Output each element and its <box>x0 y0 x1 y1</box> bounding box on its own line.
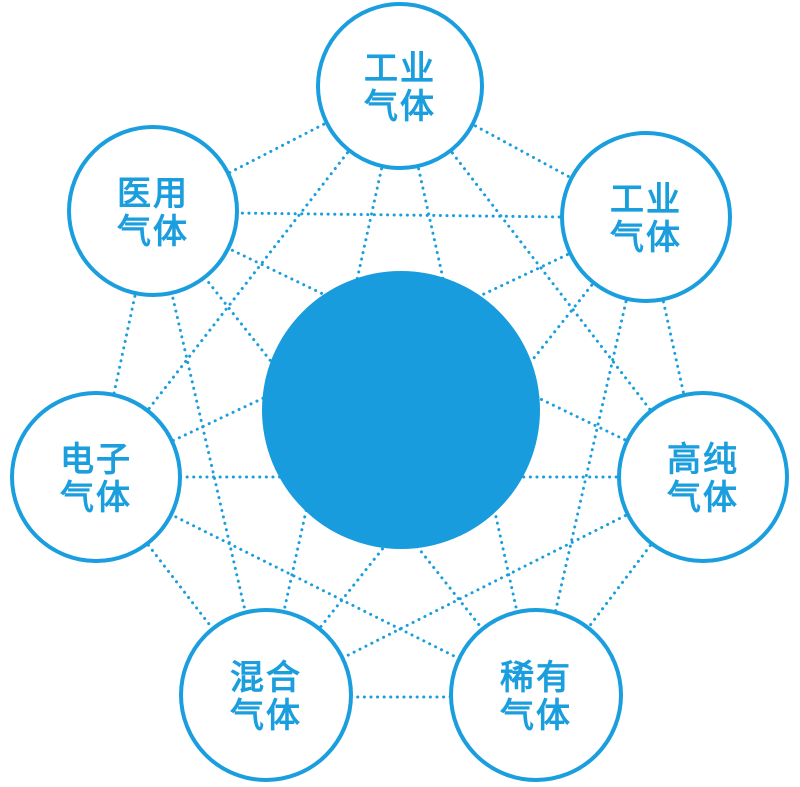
node-label-line1: 高纯 <box>667 441 739 479</box>
node-circle <box>316 2 484 170</box>
central-hub-circle <box>262 271 540 549</box>
node-label-line2: 气体 <box>229 697 302 735</box>
node-mixed-gas: 混合 气体 <box>179 608 353 782</box>
node-industrial-gas-right: 工业 气体 <box>560 131 732 303</box>
node-label-line2: 气体 <box>666 479 739 517</box>
node-circle <box>449 608 623 782</box>
node-high-purity-gas: 高纯 气体 <box>617 391 789 563</box>
node-circle <box>560 131 732 303</box>
node-electronic-gas: 电子 气体 <box>10 391 182 563</box>
node-label-line1: 稀有 <box>500 659 572 697</box>
node-rare-gas: 稀有 气体 <box>449 608 623 782</box>
node-label-line2: 气体 <box>116 213 189 251</box>
node-circle <box>10 391 182 563</box>
node-label-line2: 气体 <box>363 88 436 126</box>
node-industrial-gas-top: 工业 气体 <box>316 2 484 170</box>
node-label-line2: 气体 <box>59 479 132 517</box>
node-label-line1: 电子 <box>60 441 132 479</box>
node-circle <box>179 608 353 782</box>
node-label-line2: 气体 <box>499 697 572 735</box>
node-medical-gas: 医用 气体 <box>67 125 239 297</box>
node-label-line1: 工业 <box>610 181 682 219</box>
node-label-line1: 医用 <box>117 175 189 213</box>
node-circle <box>617 391 789 563</box>
node-label-line1: 工业 <box>364 50 436 88</box>
node-label-line1: 混合 <box>230 659 302 697</box>
node-label-line2: 气体 <box>609 219 682 257</box>
node-circle <box>67 125 239 297</box>
